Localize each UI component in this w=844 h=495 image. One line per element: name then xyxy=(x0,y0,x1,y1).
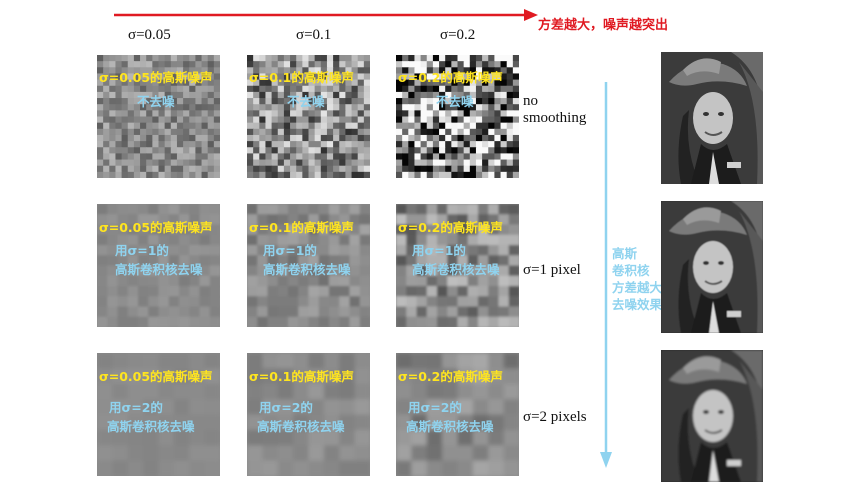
noise-tile: σ=0.2的高斯噪声不去噪 xyxy=(396,55,519,178)
denoise-caption: 用σ=1的 xyxy=(412,243,466,258)
column-heading-2: σ=0.1 xyxy=(296,27,332,43)
noise-tile: σ=0.05的高斯噪声用σ=2的高斯卷积核去噪 xyxy=(97,353,220,476)
portrait-drawing xyxy=(661,350,763,482)
denoise-caption: 高斯卷积核去噪 xyxy=(406,419,494,434)
noise-pattern xyxy=(97,55,220,178)
noise-tile: σ=0.1的高斯噪声用σ=1的高斯卷积核去噪 xyxy=(247,204,370,327)
noise-tile: σ=0.2的高斯噪声用σ=2的高斯卷积核去噪 xyxy=(396,353,519,476)
denoise-caption: 高斯卷积核去噪 xyxy=(107,419,195,434)
woman-in-hat-photo-smoothed-1 xyxy=(661,201,763,333)
noise-title: σ=0.1的高斯噪声 xyxy=(249,70,354,85)
noise-tile: σ=0.1的高斯噪声不去噪 xyxy=(247,55,370,178)
kernel-note-line: 卷积核 xyxy=(612,263,650,278)
noise-pattern xyxy=(97,353,220,476)
noise-pattern xyxy=(247,55,370,178)
noise-tile: σ=0.05的高斯噪声不去噪 xyxy=(97,55,220,178)
noise-title: σ=0.05的高斯噪声 xyxy=(99,70,213,85)
denoise-caption: 高斯卷积核去噪 xyxy=(412,262,500,277)
denoise-caption: 用σ=2的 xyxy=(109,400,163,415)
denoise-caption: 用σ=1的 xyxy=(263,243,317,258)
row-label-line: no xyxy=(523,93,538,109)
denoise-caption: 不去噪 xyxy=(287,94,325,109)
row-label-no-smoothing: no smoothing xyxy=(523,93,586,127)
portrait-drawing xyxy=(661,52,763,184)
noise-title: σ=0.05的高斯噪声 xyxy=(99,220,213,235)
noise-title: σ=0.2的高斯噪声 xyxy=(398,369,503,384)
woman-in-hat-photo-smoothed-2 xyxy=(661,350,763,482)
noise-tile: σ=0.2的高斯噪声用σ=1的高斯卷积核去噪 xyxy=(396,204,519,327)
row-label-sigma-2: σ=2 pixels xyxy=(523,409,587,425)
denoise-caption: 用σ=2的 xyxy=(408,400,462,415)
noise-tile: σ=0.05的高斯噪声用σ=1的高斯卷积核去噪 xyxy=(97,204,220,327)
noise-tile: σ=0.1的高斯噪声用σ=2的高斯卷积核去噪 xyxy=(247,353,370,476)
noise-title: σ=0.2的高斯噪声 xyxy=(398,220,503,235)
variance-note: 方差越大，噪声越突出 xyxy=(538,18,669,33)
denoise-caption: 高斯卷积核去噪 xyxy=(257,419,345,434)
noise-pattern xyxy=(247,204,370,327)
portrait-drawing xyxy=(661,201,763,333)
denoise-caption: 不去噪 xyxy=(436,94,474,109)
column-heading-3: σ=0.2 xyxy=(440,27,476,43)
noise-pattern xyxy=(396,55,519,178)
row-label-line: smoothing xyxy=(523,110,587,126)
blue-arrow xyxy=(600,82,612,468)
denoise-caption: 高斯卷积核去噪 xyxy=(115,262,203,277)
row-label-sigma-1: σ=1 pixel xyxy=(523,262,581,278)
kernel-note-line: 高斯 xyxy=(612,246,638,261)
noise-title: σ=0.1的高斯噪声 xyxy=(249,220,354,235)
noise-pattern xyxy=(396,353,519,476)
kernel-note-line: 方差越大 xyxy=(612,280,663,295)
red-arrow xyxy=(114,9,538,21)
denoise-caption: 高斯卷积核去噪 xyxy=(263,262,351,277)
woman-in-hat-photo xyxy=(661,52,763,184)
noise-title: σ=0.05的高斯噪声 xyxy=(99,369,213,384)
noise-pattern xyxy=(396,204,519,327)
denoise-caption: 用σ=1的 xyxy=(115,243,169,258)
denoise-caption: 用σ=2的 xyxy=(259,400,313,415)
column-heading-1: σ=0.05 xyxy=(128,27,171,43)
noise-title: σ=0.2的高斯噪声 xyxy=(398,70,503,85)
noise-pattern xyxy=(97,204,220,327)
noise-title: σ=0.1的高斯噪声 xyxy=(249,369,354,384)
noise-pattern xyxy=(247,353,370,476)
denoise-caption: 不去噪 xyxy=(137,94,175,109)
